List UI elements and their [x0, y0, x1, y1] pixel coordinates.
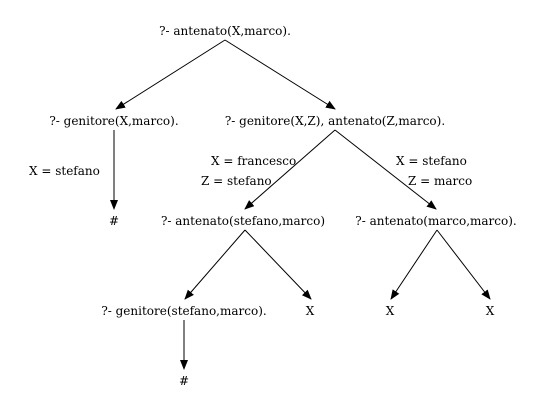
success-marker: #: [179, 374, 189, 388]
binding-label: X = stefano: [396, 154, 467, 168]
failure-marker: X: [386, 304, 395, 318]
edge-root-to-left-goal: [115, 39, 226, 110]
edge-right-sub-goal-to-fail-left: [390, 229, 438, 300]
failure-marker: X: [486, 304, 495, 318]
edge-right-goal-to-right-sub-goal: [334, 129, 437, 210]
success-marker: #: [109, 214, 119, 228]
edge-right-goal-to-mid-goal: [244, 129, 336, 210]
edge-mid-goal-to-fail: [244, 229, 312, 300]
edge-root-to-right-goal: [224, 39, 336, 110]
binding-label: Z = stefano: [201, 174, 272, 188]
left-goal: ?- genitore(X,marco).: [49, 114, 178, 128]
edge-right-sub-goal-to-fail-right: [436, 229, 491, 300]
binding-label: X = francesco: [211, 154, 296, 168]
binding-label: Z = marco: [408, 174, 472, 188]
right-sub-goal: ?- antenato(marco,marco).: [355, 214, 516, 228]
edge-mid-goal-to-deep-goal: [184, 229, 246, 300]
mid-goal: ?- antenato(stefano,marco): [161, 214, 325, 228]
binding-label: X = stefano: [29, 164, 100, 178]
root-goal: ?- antenato(X,marco).: [159, 24, 291, 38]
right-goal: ?- genitore(X,Z), antenato(Z,marco).: [225, 114, 445, 128]
failure-marker: X: [306, 304, 315, 318]
deep-goal: ?- genitore(stefano,marco).: [101, 304, 266, 318]
